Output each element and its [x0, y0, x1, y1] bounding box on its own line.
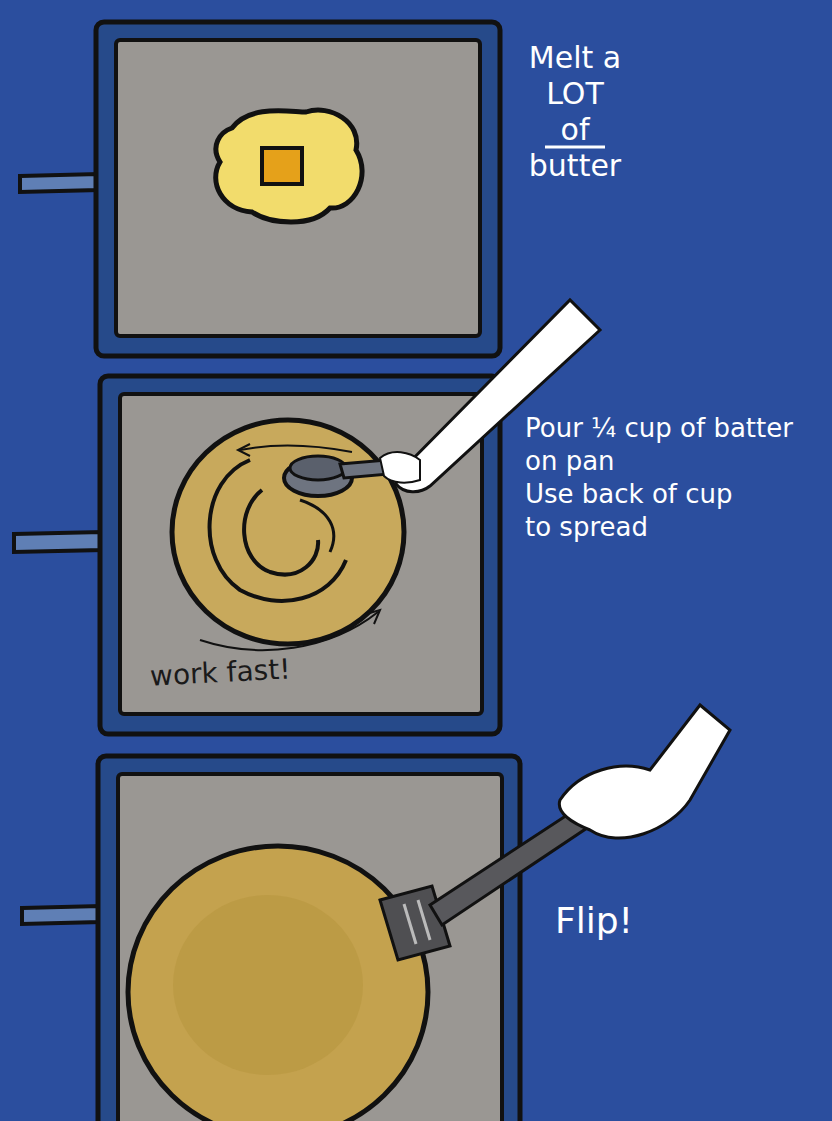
butter [216, 110, 362, 222]
pan [22, 756, 520, 1121]
pancake [128, 846, 428, 1121]
note-text: Melt a LOT of butter [529, 40, 621, 184]
note-text: Flip! [555, 900, 633, 942]
spatula [380, 705, 730, 960]
pan [14, 376, 500, 734]
pan [20, 22, 500, 356]
note-text: Use back of cup to spread [525, 478, 735, 544]
pancake-batter [172, 420, 404, 644]
note-text: Pour ¼ cup of batter on pan [525, 412, 825, 478]
